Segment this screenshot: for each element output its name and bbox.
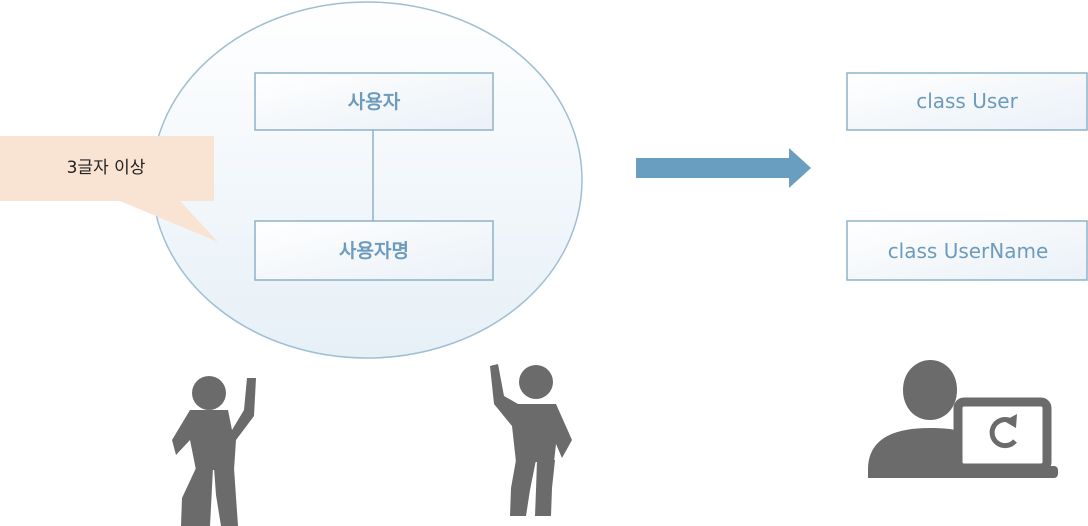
class-box-username: class UserName <box>846 220 1088 281</box>
class-box-user: class User <box>846 72 1088 131</box>
entity-label-username: 사용자명 <box>339 240 409 262</box>
class-label-user: class User <box>916 89 1018 113</box>
callout-bubble: 3글자 이상 <box>0 136 218 242</box>
entity-box-user: 사용자 <box>254 72 494 131</box>
domain-ellipse <box>151 1 583 359</box>
entity-label-user: 사용자 <box>348 91 401 113</box>
arrow-right-icon <box>636 148 811 188</box>
entity-box-username: 사용자명 <box>254 220 494 281</box>
callout-text: 3글자 이상 <box>67 158 146 178</box>
person-raising-hand-icon <box>172 376 256 526</box>
developer-at-laptop-icon <box>868 360 1058 478</box>
class-label-username: class UserName <box>888 239 1049 263</box>
refresh-icon <box>989 414 1017 449</box>
person-raising-hand-icon <box>490 364 572 516</box>
